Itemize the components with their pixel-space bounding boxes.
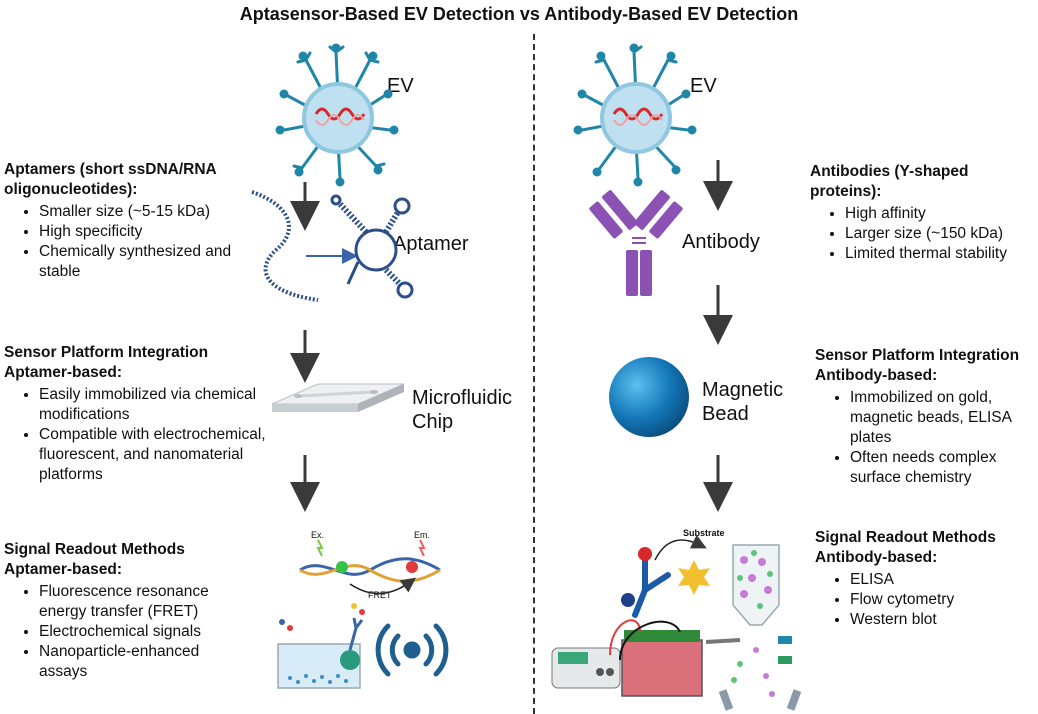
aptamer-bullet: Chemically synthesized and stable xyxy=(39,242,264,282)
aptamer-heading: Aptamers (short ssDNA/RNA oligonucleotid… xyxy=(4,161,217,198)
electrochemical-well xyxy=(277,603,365,689)
aptamer-readout-section: Signal Readout Methods Aptamer-based: Fl… xyxy=(4,540,244,682)
antibody-structure xyxy=(589,190,683,296)
flow-cytometry xyxy=(705,544,802,711)
aptamer-readout-subheading: Aptamer-based: xyxy=(4,561,122,578)
fret-helix xyxy=(299,539,441,595)
signal-wave-icon xyxy=(375,623,449,677)
ev-label-left: EV xyxy=(387,75,414,97)
aptamer-platform-bullet: Easily immobilized via chemical modifica… xyxy=(39,385,274,425)
aptamer-bullets: Smaller size (~5-15 kDa) High specificit… xyxy=(4,202,264,282)
antibody-readout-bullet: Flow cytometry xyxy=(850,590,1037,610)
fret-ex-label: Ex. xyxy=(311,530,325,540)
ev-label-right: EV xyxy=(690,75,717,97)
process-arrows xyxy=(290,160,733,512)
antibody-bullet: Limited thermal stability xyxy=(845,244,1035,264)
western-blot-apparatus xyxy=(551,619,703,697)
aptamer-platform-heading: Sensor Platform Integration xyxy=(4,344,209,361)
aptamer-platform-bullet: Compatible with electrochemical, fluores… xyxy=(39,425,274,485)
aptamer-readout-bullets: Fluorescence resonance energy transfer (… xyxy=(4,582,244,682)
column-divider xyxy=(533,34,535,714)
ev-vesicle-right xyxy=(573,43,697,187)
substrate-label: Substrate xyxy=(683,528,725,538)
aptamer-readout-bullet: Fluorescence resonance energy transfer (… xyxy=(39,582,244,622)
aptamer-readout-heading: Signal Readout Methods xyxy=(4,541,185,558)
antibody-bullet: High affinity xyxy=(845,204,1035,224)
aptamer-platform-subheading: Aptamer-based: xyxy=(4,364,122,381)
antibody-platform-section: Sensor Platform Integration Antibody-bas… xyxy=(815,346,1037,488)
antibody-platform-subheading: Antibody-based: xyxy=(815,367,938,384)
antibody-readout-bullet: ELISA xyxy=(850,570,1037,590)
antibody-bullet: Larger size (~150 kDa) xyxy=(845,224,1035,244)
antibody-bullets: High affinity Larger size (~150 kDa) Lim… xyxy=(810,204,1035,264)
aptamer-label: Aptamer xyxy=(393,233,469,255)
ev-vesicle-left xyxy=(275,43,399,187)
antibody-readout-bullets: ELISA Flow cytometry Western blot xyxy=(815,570,1037,630)
fret-label: FRET xyxy=(368,590,392,600)
aptamer-bullet: Smaller size (~5-15 kDa) xyxy=(39,202,264,222)
magnetic-bead xyxy=(609,357,689,437)
aptamer-platform-bullets: Easily immobilized via chemical modifica… xyxy=(4,385,274,485)
aptamer-readout-bullet: Electrochemical signals xyxy=(39,622,244,642)
antibody-label: Antibody xyxy=(682,231,760,253)
microfluidic-chip xyxy=(271,383,405,412)
antibody-readout-heading: Signal Readout Methods xyxy=(815,529,996,546)
aptamer-bullet: High specificity xyxy=(39,222,264,242)
antibody-heading: Antibodies (Y-shaped proteins): xyxy=(810,163,969,200)
antibody-readout-bullet: Western blot xyxy=(850,610,1037,630)
antibody-section: Antibodies (Y-shaped proteins): High aff… xyxy=(810,162,1035,264)
elisa-antibody xyxy=(621,534,710,618)
figure-title: Aptasensor-Based EV Detection vs Antibod… xyxy=(239,4,799,24)
aptamer-platform-section: Sensor Platform Integration Aptamer-base… xyxy=(4,343,274,485)
antibody-readout-section: Signal Readout Methods Antibody-based: E… xyxy=(815,528,1037,630)
antibody-platform-bullet: Often needs complex surface chemistry xyxy=(850,448,1037,488)
fret-em-label: Em. xyxy=(414,530,431,540)
donor-dot xyxy=(336,561,348,573)
aptamer-readout-bullet: Nanoparticle-enhanced assays xyxy=(39,642,244,682)
acceptor-dot xyxy=(406,561,418,573)
antibody-platform-bullets: Immobilized on gold, magnetic beads, ELI… xyxy=(815,388,1037,488)
antibody-platform-heading: Sensor Platform Integration xyxy=(815,347,1020,364)
microfluidic-chip-label: Microfluidic Chip xyxy=(412,387,513,433)
antibody-platform-bullet: Immobilized on gold, magnetic beads, ELI… xyxy=(850,388,1037,448)
aptamer-section: Aptamers (short ssDNA/RNA oligonucleotid… xyxy=(4,160,264,282)
magnetic-bead-label: Magnetic Bead xyxy=(702,379,784,425)
antibody-readout-subheading: Antibody-based: xyxy=(815,549,938,566)
